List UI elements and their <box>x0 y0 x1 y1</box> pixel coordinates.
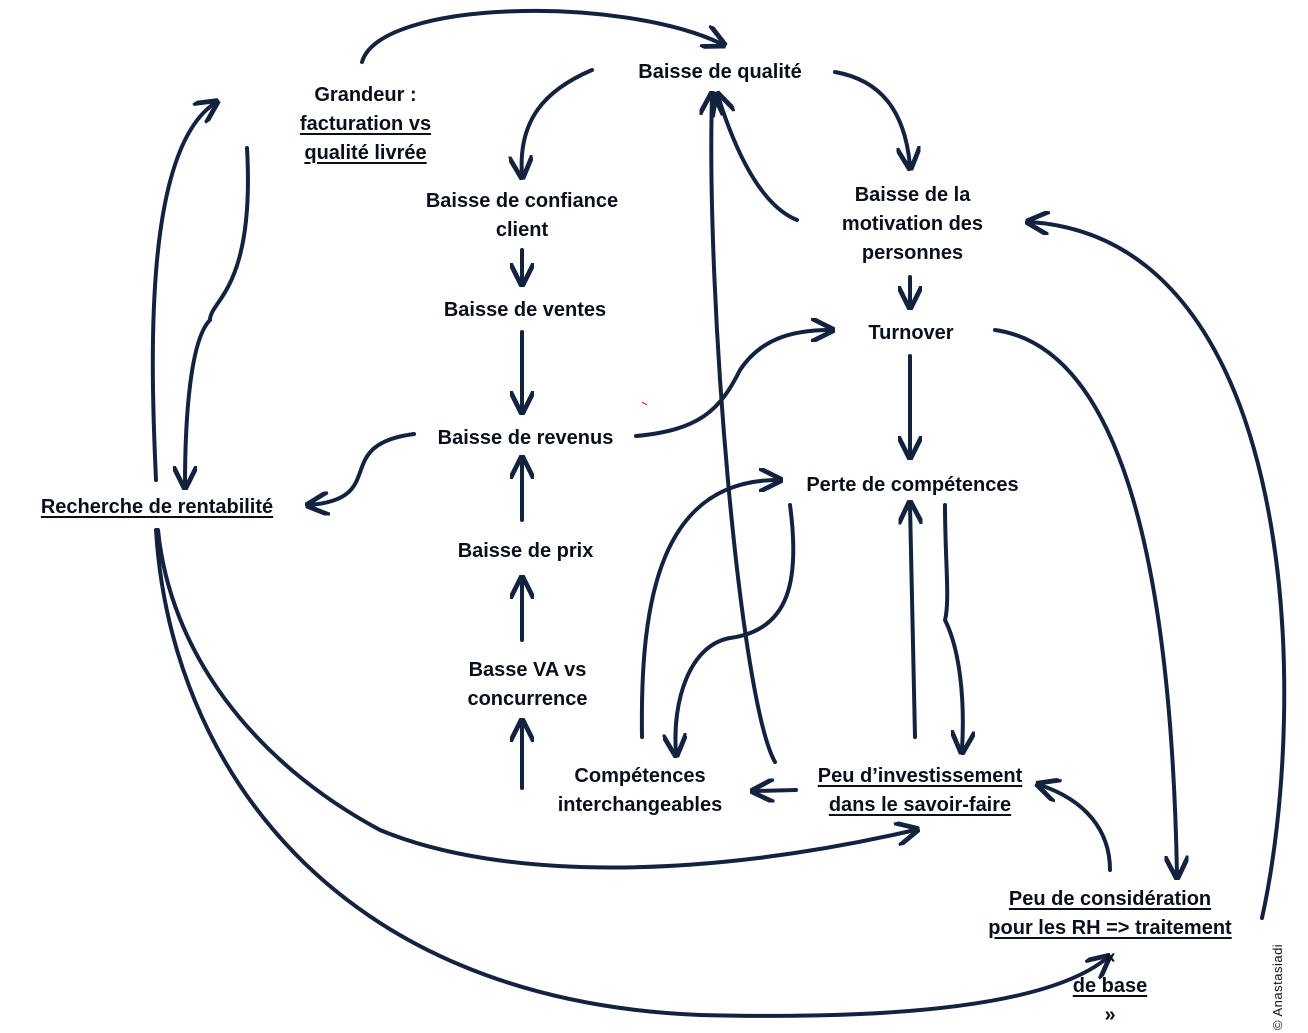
arrow-peu-inv-to-ci <box>755 790 798 791</box>
node-competences-interchangeables: Compétences interchangeables <box>540 762 740 820</box>
basse-va-line1: Basse VA vs <box>468 659 587 681</box>
node-basse-va: Basse VA vs concurrence <box>445 656 610 714</box>
arrow-perte-to-peu-inv <box>942 503 963 750</box>
arrow-revenus-to-recherche <box>310 432 416 505</box>
arrow-consideration-to-peu-inv <box>1040 785 1112 872</box>
peu-consideration-line3-underlined: de base <box>1072 975 1148 997</box>
arrow-ci-to-perte <box>639 480 778 739</box>
copyright-text: © Anastasiadi <box>1270 943 1285 1030</box>
arrow-revenus-to-turnover <box>634 330 830 438</box>
node-peu-consideration: Peu de considération pour les RH => trai… <box>970 885 1250 1030</box>
node-perte-competences: Perte de compétences <box>790 471 1035 500</box>
baisse-confiance-line2: client <box>495 219 549 241</box>
turnover-label: Turnover <box>868 322 954 344</box>
baisse-motivation-line1: Baisse de la <box>854 184 971 206</box>
arrow-perte-to-ci <box>675 503 796 753</box>
baisse-qualite-label: Baisse de qualité <box>638 61 802 83</box>
stray-mark <box>641 401 648 406</box>
arrow-consideration-to-motivation <box>1030 222 1287 920</box>
arrow-peu-inv-to-perte <box>910 505 915 739</box>
baisse-ventes-label: Baisse de ventes <box>443 299 607 321</box>
peu-consideration-line1: Peu de considération <box>1008 888 1212 910</box>
grandeur-line2: qualité livrée <box>304 142 427 164</box>
basse-va-line2: concurrence <box>467 688 588 710</box>
peu-investissement-line1: Peu d’investissement <box>817 765 1023 787</box>
node-baisse-confiance: Baisse de confiance client <box>412 187 632 245</box>
node-baisse-motivation: Baisse de la motivation des personnes <box>815 181 1010 268</box>
peu-consideration-line3-close: » <box>1104 1004 1116 1026</box>
arrow-recherche-to-peu-inv <box>156 528 915 870</box>
competences-interchangeables-line2: interchangeables <box>557 794 723 816</box>
arrow-recherche-to-grandeur <box>150 103 215 482</box>
arrow-qualite-to-confiance <box>522 68 594 175</box>
node-recherche-rentabilite: Recherche de rentabilité <box>28 493 286 522</box>
arrow-turnover-to-consideration <box>993 328 1177 875</box>
arrow-motivation-to-qualite <box>718 96 799 222</box>
baisse-prix-label: Baisse de prix <box>457 540 594 562</box>
peu-investissement-line2: dans le savoir-faire <box>828 794 1012 816</box>
node-baisse-qualite: Baisse de qualité <box>620 58 820 87</box>
node-baisse-prix: Baisse de prix <box>438 537 613 566</box>
peu-consideration-line3-open: « <box>1104 946 1116 968</box>
baisse-motivation-line2: motivation des <box>841 213 984 235</box>
baisse-confiance-line1: Baisse de confiance <box>425 190 619 212</box>
arrow-peu-inv-to-qualite <box>711 96 777 764</box>
arrow-grandeur-to-qualite <box>360 8 722 64</box>
node-baisse-ventes: Baisse de ventes <box>425 296 625 325</box>
competences-interchangeables-line1: Compétences <box>574 765 706 787</box>
arrow-qualite-to-motivation <box>833 70 910 166</box>
baisse-motivation-line3: personnes <box>861 242 964 264</box>
arrow-grandeur-to-recherche <box>185 146 250 485</box>
node-grandeur: Grandeur : facturation vs qualité livrée <box>233 81 498 168</box>
node-turnover: Turnover <box>850 319 972 348</box>
peu-consideration-line2: pour les RH => traitement <box>988 917 1232 939</box>
perte-competences-label: Perte de compétences <box>806 474 1019 496</box>
baisse-revenus-label: Baisse de revenus <box>437 427 614 449</box>
arrow-recherche-to-consideration <box>154 528 1107 1018</box>
recherche-rentabilite-label: Recherche de rentabilité <box>40 496 274 518</box>
grandeur-line1: facturation vs <box>299 113 432 135</box>
node-peu-investissement: Peu d’investissement dans le savoir-fair… <box>800 762 1040 820</box>
node-baisse-revenus: Baisse de revenus <box>418 424 633 453</box>
grandeur-lead: Grandeur : <box>314 84 417 106</box>
